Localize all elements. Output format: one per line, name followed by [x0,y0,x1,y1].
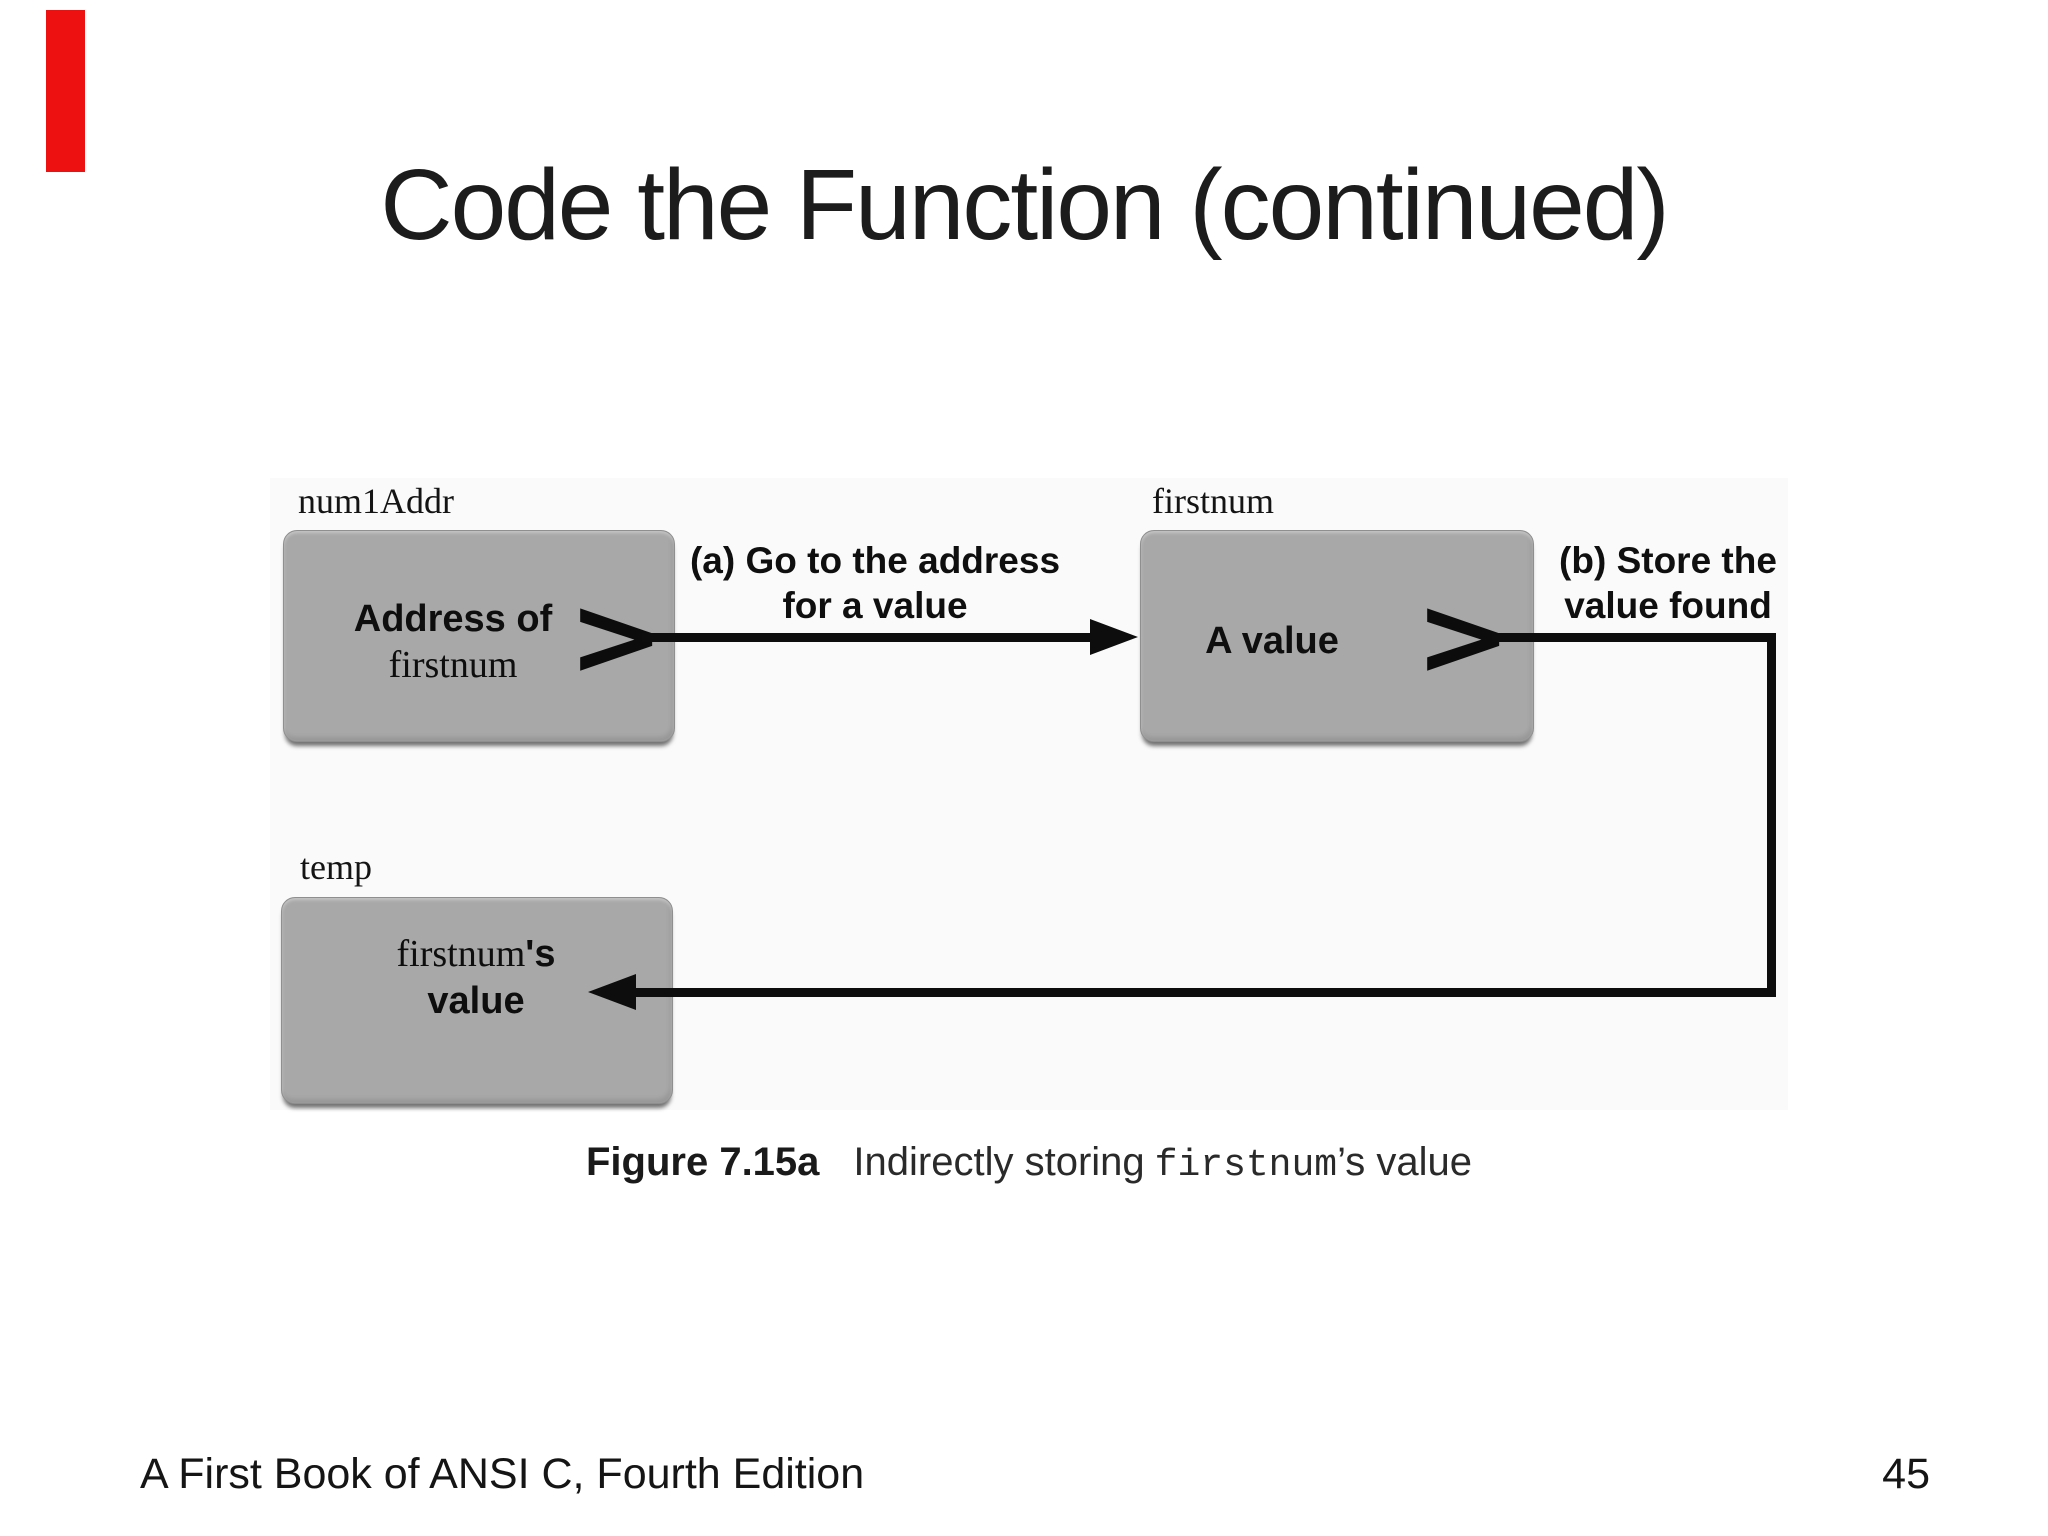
return-arrow-head-icon [588,974,636,1010]
arrow-a-head-icon [1090,619,1138,655]
annotation-b-line2: value found [1564,585,1772,626]
box-num1addr-line2: firstnum [388,644,518,686]
annotation-b: (b) Store the value found [1553,538,1783,628]
caption-text-after: ’s value [1337,1140,1472,1184]
return-line-bottom [636,988,1776,997]
red-accent-bar [46,10,85,172]
box-temp-line2: value [427,980,525,1022]
annotation-b-line1: (b) Store the [1559,540,1777,581]
box-temp-text: firstnum's value [281,931,671,1025]
label-temp: temp [300,847,372,887]
arrow-a-shaft [642,633,1092,642]
label-num1addr: num1Addr [298,481,454,521]
caption-code: firstnum [1154,1144,1338,1187]
figure-diagram: num1Addr firstnum temp Address of firstn… [270,478,1788,1110]
box-firstnum-value: A value [1205,620,1339,662]
caption-text-before: Indirectly storing [853,1140,1145,1184]
box-num1addr-text: Address of firstnum [283,596,623,688]
box-firstnum-text: A value [1140,618,1404,664]
box-num1addr-line1: Address of [353,598,553,640]
slide-title: Code the Function (continued) [380,149,1669,261]
page-number: 45 [1882,1450,1930,1498]
annotation-a: (a) Go to the address for a value [615,538,1135,628]
return-line-vertical [1767,633,1776,997]
box-temp-line1-suffix: 's [525,933,556,975]
box-firstnum [1140,530,1534,742]
annotation-a-line1: (a) Go to the address [689,540,1061,581]
box-temp-line1-name: firstnum [396,933,526,975]
box-num1addr [283,530,675,742]
caption-figure-label: Figure 7.15a [585,1140,820,1184]
return-line-top [1492,633,1776,642]
footer-book-title: A First Book of ANSI C, Fourth Edition [140,1450,865,1498]
annotation-a-line2: for a value [782,585,968,626]
label-firstnum: firstnum [1152,481,1274,521]
